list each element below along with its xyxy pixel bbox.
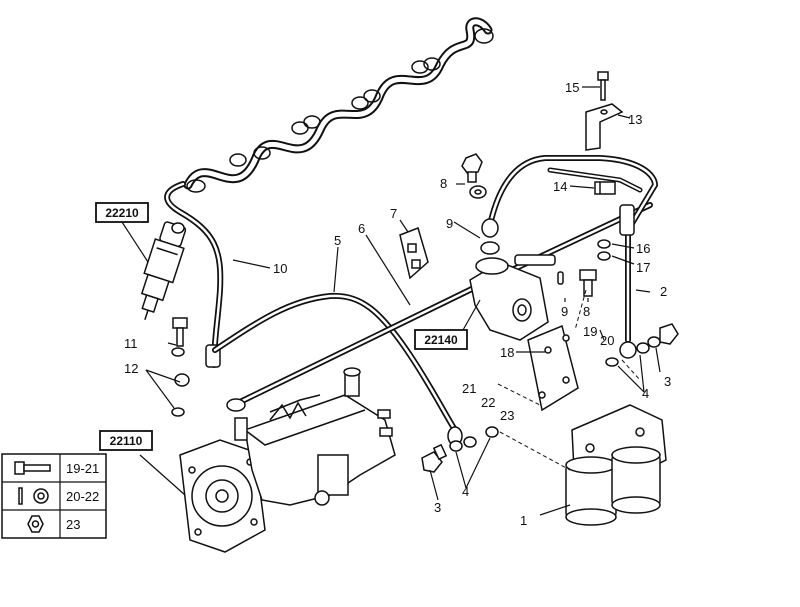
callout-numbers: 1 2 3 3 4 4 5 6 7 8 8 9 9 10 11 12 13 14… bbox=[124, 80, 671, 528]
callout-22: 22 bbox=[481, 395, 495, 410]
callout-3-lower: 3 bbox=[434, 500, 441, 515]
box-filter-head-label: 22140 bbox=[424, 333, 458, 347]
bolt-15 bbox=[597, 71, 609, 101]
callout-11: 11 bbox=[124, 336, 138, 351]
callout-17: 17 bbox=[636, 260, 650, 275]
injection-pump bbox=[179, 367, 396, 553]
callout-15: 15 bbox=[565, 80, 579, 95]
callout-8-lower: 8 bbox=[583, 304, 590, 319]
banjo-bolt-8-upper bbox=[461, 153, 500, 255]
callout-4-lower: 4 bbox=[462, 484, 469, 499]
callout-5: 5 bbox=[334, 233, 341, 248]
legend-range-washer: 20-22 bbox=[66, 489, 99, 504]
legend-range-bolt: 19-21 bbox=[66, 461, 99, 476]
callout-19: 19 bbox=[583, 324, 597, 339]
callout-4-right: 4 bbox=[642, 386, 649, 401]
banjo-bolt-3-lower bbox=[421, 426, 499, 473]
filter-pipe-2 bbox=[487, 155, 659, 359]
legend-range-nut: 23 bbox=[66, 517, 80, 532]
callout-16: 16 bbox=[636, 241, 650, 256]
box-injector-label: 22210 bbox=[105, 206, 139, 220]
bolt-icon bbox=[14, 461, 51, 475]
fastener-legend-table: 19-21 20-22 23 bbox=[1, 453, 107, 539]
return-pipe-5 bbox=[212, 292, 463, 446]
dashed-guide-lines bbox=[497, 289, 641, 471]
bracket-13 bbox=[585, 103, 624, 151]
bracket-block-7 bbox=[399, 227, 429, 280]
nut-icon bbox=[27, 515, 44, 533]
banjo-bolt-3-right bbox=[605, 323, 679, 367]
leader-lines bbox=[121, 86, 661, 516]
clamp-14 bbox=[594, 181, 616, 195]
injector-assembly bbox=[140, 221, 187, 320]
callout-20: 20 bbox=[600, 333, 614, 348]
banjo-bolt-11 bbox=[171, 317, 190, 417]
spring-clip-9-lower bbox=[557, 271, 564, 285]
boxed-part-numbers: 22210 22110 22140 bbox=[95, 202, 468, 451]
box-pump-label: 22110 bbox=[110, 434, 143, 448]
callout-1: 1 bbox=[520, 513, 527, 528]
washers-16-17 bbox=[597, 239, 611, 261]
mounting-plate-18 bbox=[527, 324, 579, 412]
callout-21: 21 bbox=[462, 381, 476, 396]
washer-icon bbox=[18, 487, 49, 505]
callout-2: 2 bbox=[660, 284, 667, 299]
callout-10: 10 bbox=[273, 261, 287, 276]
callout-14: 14 bbox=[553, 179, 567, 194]
bolt-8-lower bbox=[579, 269, 597, 297]
callout-18: 18 bbox=[500, 345, 514, 360]
callout-3-right: 3 bbox=[664, 374, 671, 389]
leak-off-pipe-coil bbox=[183, 17, 494, 193]
callout-13: 13 bbox=[628, 112, 642, 127]
callout-9-lower: 9 bbox=[561, 304, 568, 319]
callout-6: 6 bbox=[358, 221, 365, 236]
callout-7: 7 bbox=[390, 206, 397, 221]
callout-8-upper: 8 bbox=[440, 176, 447, 191]
callout-9-upper: 9 bbox=[446, 216, 453, 231]
callout-23: 23 bbox=[500, 408, 514, 423]
filter-head bbox=[469, 254, 556, 341]
callout-12: 12 bbox=[124, 361, 138, 376]
fuel-filter-1 bbox=[565, 404, 667, 526]
